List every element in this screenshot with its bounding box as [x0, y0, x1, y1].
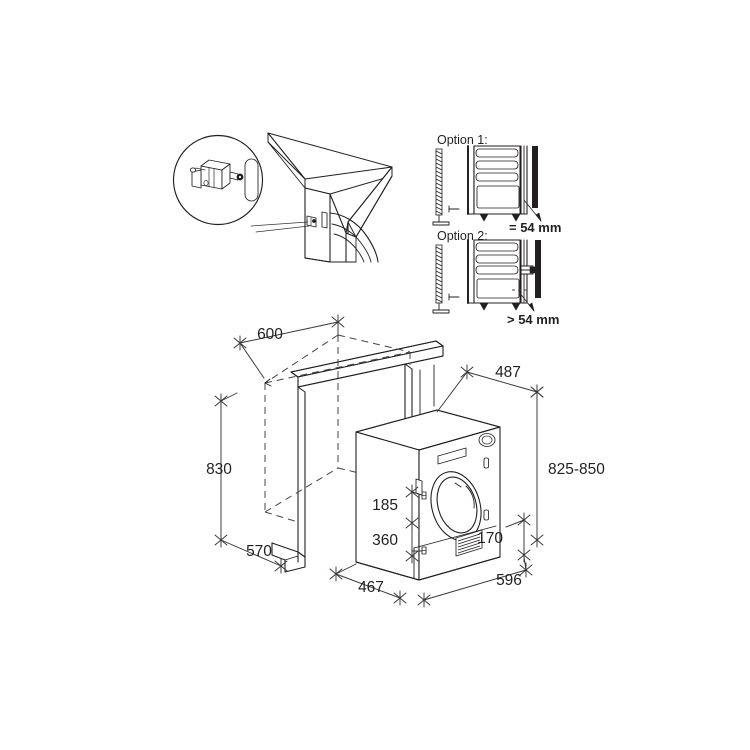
dimension-360-group: 360 [372, 522, 423, 564]
dimension-596-label: 596 [496, 572, 522, 589]
option2-spacer-bracket [520, 265, 536, 275]
option2-diagram-group: Option 2: [432, 229, 559, 327]
option2-plinth-panel [512, 239, 541, 304]
dimension-467-label: 467 [358, 579, 384, 596]
option2-clearance-label: > 54 mm [507, 312, 559, 327]
dimension-487-label: 487 [495, 364, 521, 381]
option1-label: Option 1: [437, 133, 488, 147]
appliance-hinge-fixings [421, 491, 427, 555]
dimension-170-label: 170 [477, 530, 503, 547]
option2-wall-hatch [432, 244, 460, 314]
option1-adjustable-feet [479, 213, 521, 222]
dimension-600-group: 600 [233, 314, 345, 379]
appliance-group [355, 409, 501, 581]
mounting-bracket-inplace [306, 211, 328, 229]
bracket-fixing-detail-group [172, 132, 393, 263]
dimension-600-label: 600 [257, 326, 283, 343]
dimension-825-850-group: 825-850 [530, 384, 605, 548]
appliance-control-panel [437, 433, 496, 465]
magnifier-leader-lines [250, 221, 310, 233]
cover-cap-enlarged [244, 158, 259, 202]
option1-clearance-arrow [523, 199, 542, 222]
option2-adjustable-feet [479, 302, 521, 311]
dimension-170-group: 170 [477, 512, 531, 563]
appliance-side-tab [415, 478, 423, 496]
option1-clearance-label: = 54 mm [509, 220, 561, 235]
cabinet-niche-hidden-edges [264, 334, 411, 523]
appliance-base-plinth [355, 525, 501, 581]
option1-plinth-panel [520, 145, 538, 215]
dimension-825-850-label: 825-850 [548, 461, 605, 478]
dimension-487-group: 487 [436, 364, 544, 413]
appliance-door-handle-slots [483, 457, 489, 521]
appliance-vent-grille [455, 529, 483, 557]
option1-diagram-group: Option 1: [432, 133, 561, 235]
option2-clearance-arrow [518, 291, 535, 312]
cabinet-plinth-foot [271, 542, 306, 573]
appliance-door-arcs-detail [329, 212, 379, 263]
dimension-185-label: 185 [372, 497, 398, 514]
cabinet-front-left-panel [297, 386, 306, 558]
dimension-830-label: 830 [206, 461, 232, 478]
dimension-360-label: 360 [372, 532, 398, 549]
dimension-467-group: 467 [329, 563, 407, 606]
appliance-side-panel-detail [304, 187, 357, 263]
dimension-570-label: 570 [246, 543, 272, 560]
dimension-570-group: 570 [220, 539, 288, 574]
option2-appliance-body [467, 239, 528, 304]
worktop-slab-detail [267, 132, 393, 238]
option1-wall-hatch [432, 148, 460, 226]
mounting-bracket-enlarged [189, 159, 244, 190]
dimension-830-group: 830 [206, 392, 238, 548]
option1-appliance-body [467, 145, 528, 215]
dimension-596-group: 596 [417, 556, 533, 608]
